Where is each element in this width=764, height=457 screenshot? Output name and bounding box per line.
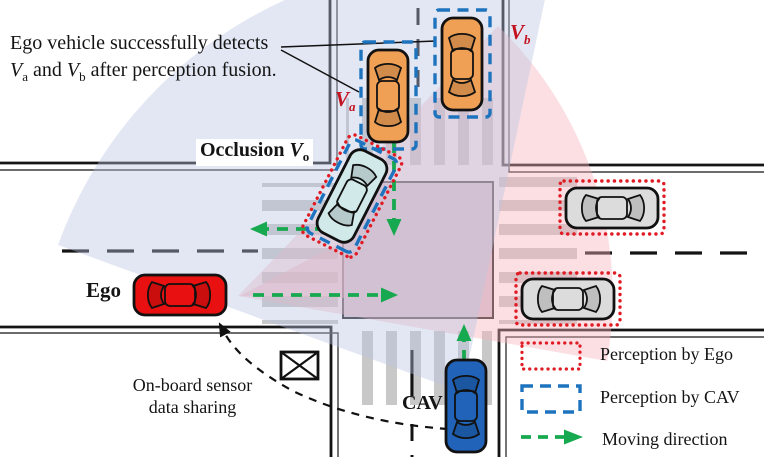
perception-box-cav-va (359, 40, 418, 151)
curb-topright (501, 0, 764, 167)
vb-label: Vb (510, 20, 531, 48)
annotation-connector-va (280, 49, 360, 93)
annotation-text: Ego vehicle successfully detects Va and … (10, 30, 277, 90)
vehicle-ego-group (132, 273, 228, 317)
red-dotted-box-icon (520, 341, 582, 371)
envelope-icon (279, 350, 320, 381)
data-sharing-caption: On-board sensor data sharing (100, 374, 285, 418)
data-sharing-arrow (218, 322, 449, 431)
vehicle-east1-group (558, 179, 666, 236)
vehicle-vb (440, 16, 484, 112)
vehicle-va (366, 48, 410, 144)
legend-label-perception-ego: Perception by Ego (600, 344, 733, 364)
vehicle-va-group (359, 40, 418, 151)
occlusion-label: Occlusion Vo (196, 139, 314, 166)
curb-bottomright (497, 328, 764, 457)
cav-label: CAV (402, 392, 443, 414)
va-label: Va (335, 87, 356, 115)
vehicle-cav-group (444, 358, 488, 454)
vehicle-east2 (520, 277, 616, 321)
curb-topright-inner (508, 0, 764, 173)
legend-swatch-moving (521, 429, 583, 445)
legend-label-moving-direction: Moving direction (602, 429, 728, 449)
vehicle-east2-group (514, 271, 622, 327)
curb-bottomright-inner (505, 336, 764, 457)
vehicle-ego (132, 273, 228, 317)
cav-perception-fan (58, 0, 545, 392)
blue-dashed-box-icon (520, 384, 582, 414)
vehicle-vb-group (433, 8, 492, 119)
legend-swatch-ego (520, 341, 582, 371)
annotation-line2: Va and Vb after perception fusion. (10, 59, 277, 84)
curb-bottomleft (0, 325, 333, 457)
green-arrowhead-icon (564, 429, 583, 445)
perception-box-ego-occlusion (300, 133, 404, 259)
vehicle-occlusion-group (300, 133, 404, 259)
perception-box-ego-east2 (514, 271, 622, 327)
annotation-line1: Ego vehicle successfully detects (10, 32, 269, 54)
perception-box-cav-occlusion (305, 138, 399, 254)
data-sharing-line2: data sharing (148, 397, 237, 417)
lane-markings (62, 8, 764, 457)
data-sharing-line1: On-board sensor (132, 375, 253, 395)
curb-topleft (0, 0, 332, 165)
perception-fans (58, 0, 613, 392)
perception-box-ego-east1 (558, 179, 666, 236)
perception-box-cav-vb (433, 8, 492, 119)
ego-label: Ego (86, 278, 122, 302)
legend-label-perception-cav: Perception by CAV (600, 387, 740, 407)
vehicle-cav (444, 358, 488, 454)
ego-perception-fan-apex (240, 240, 345, 298)
vehicle-east1 (564, 186, 660, 230)
curb-bottomleft-inner (0, 332, 339, 457)
legend-swatch-cav (520, 384, 582, 414)
